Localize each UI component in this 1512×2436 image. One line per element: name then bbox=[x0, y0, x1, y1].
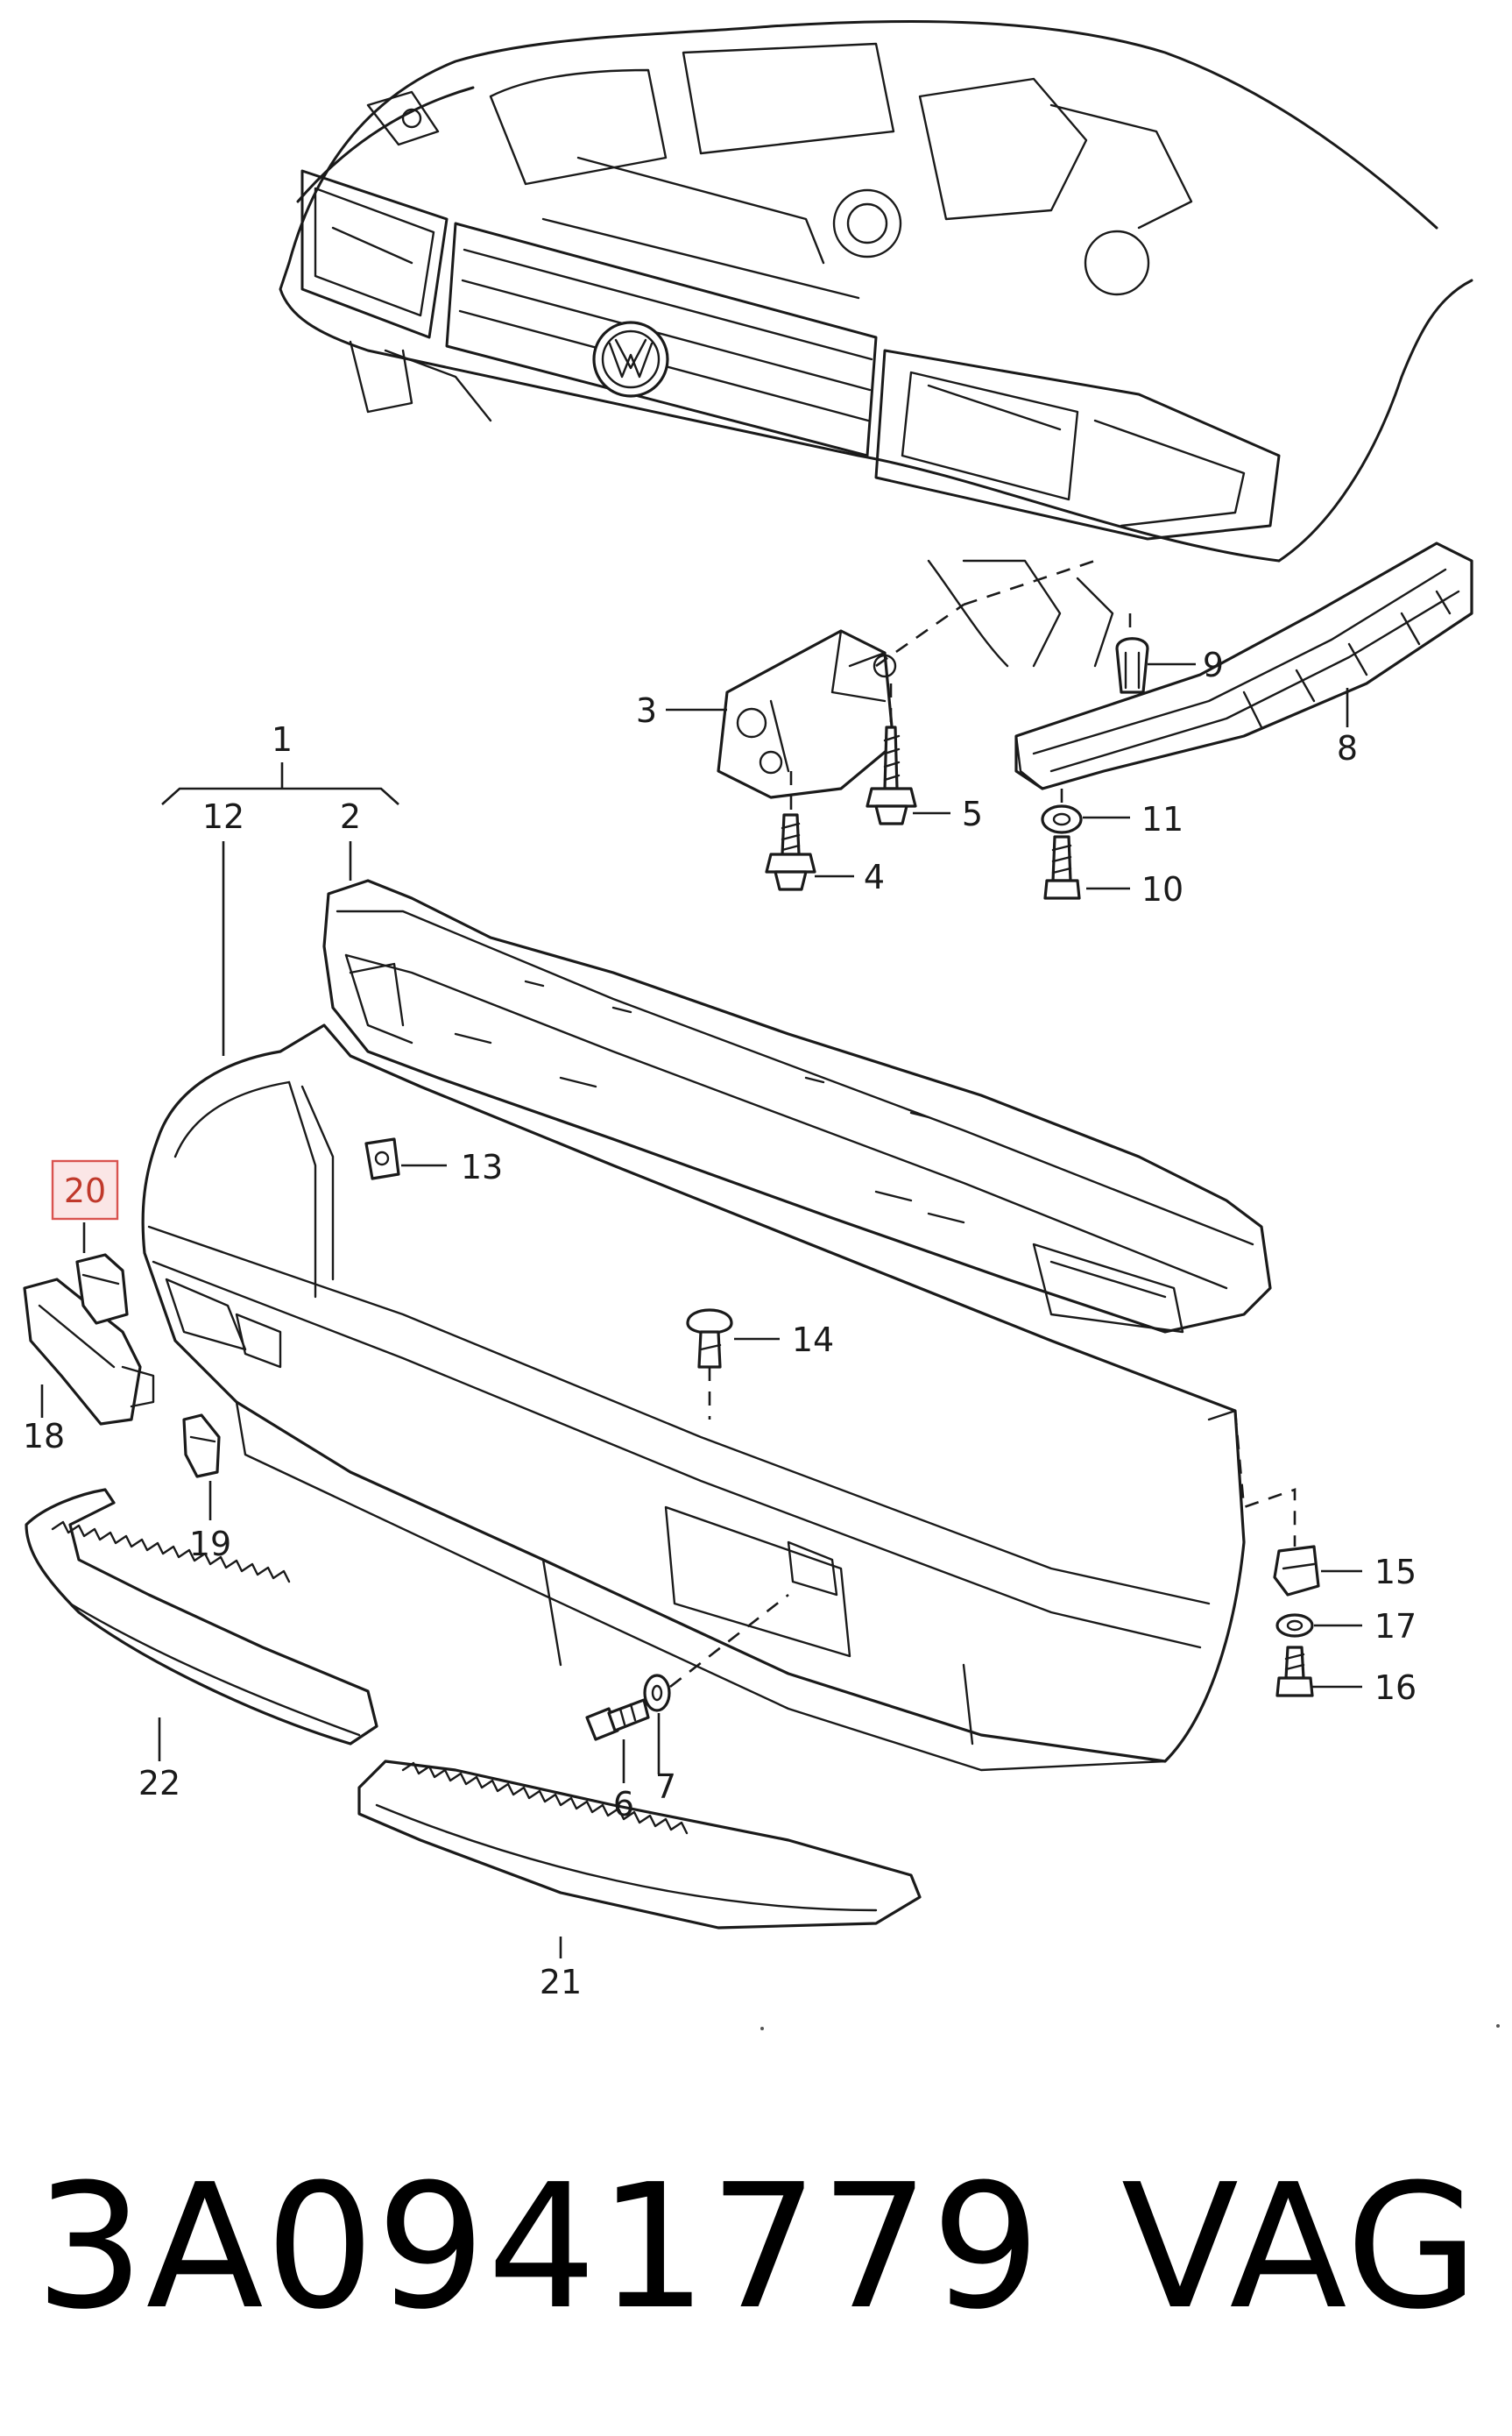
label-5: 5 bbox=[962, 795, 983, 833]
part-20-cover-cap bbox=[75, 1253, 129, 1325]
part-15-clip bbox=[1273, 1545, 1320, 1597]
part-7-washer bbox=[643, 1674, 671, 1712]
part-number-footer: 3A0941779 VAG bbox=[35, 2147, 1480, 2348]
label-12: 12 bbox=[202, 797, 244, 836]
part-22-spoiler-left bbox=[25, 1488, 378, 1746]
label-9: 9 bbox=[1203, 646, 1224, 684]
part-2-impact-absorber bbox=[322, 879, 1272, 1334]
vw-emblem-icon bbox=[592, 321, 669, 398]
part-5-screw bbox=[866, 726, 917, 825]
leader-lines bbox=[40, 662, 1362, 1958]
callout-labels: 1 12 2 3 4 5 9 8 11 10 13 14 15 17 16 6 … bbox=[23, 646, 1417, 2001]
part-17-washer bbox=[1275, 1613, 1314, 1638]
label-17: 17 bbox=[1374, 1607, 1417, 1646]
label-15: 15 bbox=[1374, 1553, 1417, 1591]
label-21: 21 bbox=[540, 1963, 582, 2001]
part-11-washer bbox=[1041, 804, 1083, 834]
part-4-bolt bbox=[765, 813, 816, 891]
label-1: 1 bbox=[272, 720, 293, 759]
label-18: 18 bbox=[23, 1417, 65, 1455]
label-16: 16 bbox=[1374, 1668, 1417, 1707]
brand-name: VAG bbox=[1120, 2148, 1480, 2347]
label-4: 4 bbox=[864, 858, 885, 896]
car-front-illustration bbox=[279, 19, 1473, 668]
label-19: 19 bbox=[189, 1525, 231, 1563]
part-21-spoiler-center bbox=[357, 1760, 922, 1930]
part-16-bolt bbox=[1275, 1646, 1314, 1697]
label-2: 2 bbox=[340, 797, 361, 836]
label-11: 11 bbox=[1141, 800, 1183, 839]
part-13-clip bbox=[364, 1137, 400, 1180]
part-8-bumper-bracket bbox=[1014, 542, 1473, 790]
part-18-fog-lamp-grille bbox=[23, 1278, 155, 1426]
highlight-box-20 bbox=[51, 1159, 119, 1221]
part-number: 3A0941779 bbox=[35, 2148, 1042, 2347]
label-6: 6 bbox=[613, 1785, 634, 1823]
label-7: 7 bbox=[655, 1767, 676, 1806]
part-9-clip bbox=[1115, 637, 1149, 694]
part-19-clip bbox=[182, 1413, 221, 1478]
label-22: 22 bbox=[138, 1764, 180, 1802]
label-13: 13 bbox=[461, 1148, 503, 1186]
label-10: 10 bbox=[1141, 870, 1183, 909]
part-10-bolt bbox=[1043, 835, 1081, 900]
label-20-highlighted: 20 bbox=[64, 1172, 106, 1210]
part-6-bolt bbox=[585, 1698, 650, 1741]
part-14-push-rivet bbox=[686, 1308, 733, 1369]
part-3-mounting-bracket bbox=[717, 629, 897, 799]
part-12-bumper-cover bbox=[141, 1023, 1246, 1772]
label-14: 14 bbox=[792, 1321, 834, 1359]
label-8: 8 bbox=[1337, 729, 1358, 768]
label-3: 3 bbox=[636, 691, 657, 730]
